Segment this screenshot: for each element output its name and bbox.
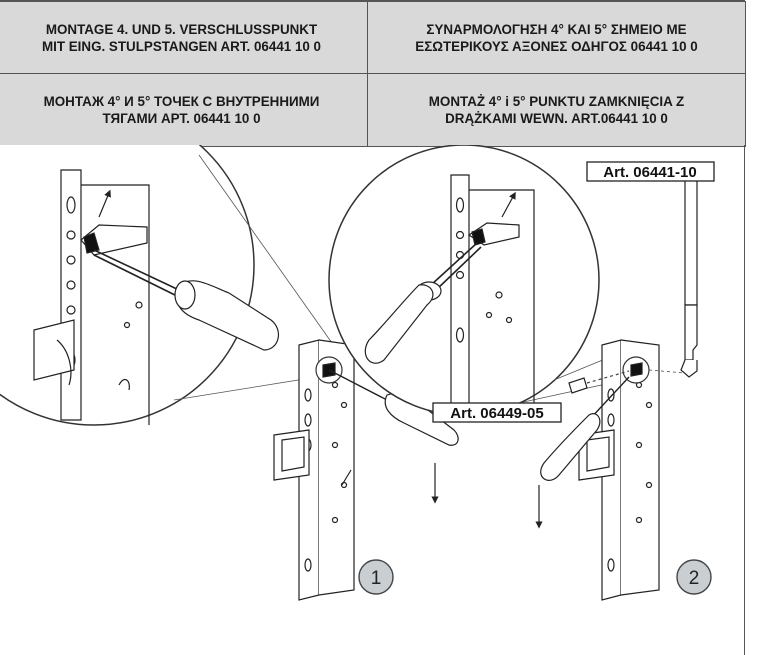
assembly-illustration: Art. 06441-10 Art. 06449-05 1 2 bbox=[0, 104, 715, 601]
label-art-rod: Art. 06441-10 bbox=[603, 164, 696, 181]
step-1-badge: 1 bbox=[358, 559, 394, 595]
header-text-ru: МОНТАЖ 4° И 5° ТОЧЕК С ВНУТРЕННИМИ ТЯГАМ… bbox=[43, 94, 320, 126]
illustration-panel: Art. 06441-10 Art. 06449-05 1 2 bbox=[0, 104, 745, 655]
header-table: MONTAGE 4. UND 5. VERSCHLUSSPUNKT MIT EI… bbox=[0, 0, 746, 147]
header-cell-el: ΣΥΝΑΡΜΟΛΟΓΗΣΗ 4° ΚΑΙ 5° ΣΗΜΕΙΟ ΜΕ ΕΣΩΤΕΡ… bbox=[367, 1, 746, 74]
header-cell-de: MONTAGE 4. UND 5. VERSCHLUSSPUNKT MIT EI… bbox=[0, 1, 368, 74]
label-art-screw-box: Art. 06449-05 bbox=[432, 402, 562, 423]
header-text-el: ΣΥΝΑΡΜΟΛΟΓΗΣΗ 4° ΚΑΙ 5° ΣΗΜΕΙΟ ΜΕ ΕΣΩΤΕΡ… bbox=[415, 21, 698, 54]
header-text-de: MONTAGE 4. UND 5. VERSCHLUSSPUNKT MIT EI… bbox=[41, 21, 322, 54]
label-art-screw: Art. 06449-05 bbox=[450, 405, 543, 422]
header-cell-ru: МОНТАЖ 4° И 5° ТОЧЕК С ВНУТРЕННИМИ ТЯГАМ… bbox=[0, 73, 368, 147]
step-2-badge: 2 bbox=[676, 559, 712, 595]
step-2-number: 2 bbox=[689, 568, 700, 589]
header-cell-pl: MONTAŻ 4° i 5° PUNKTU ZAMKNIĘCIA Z DRĄŻK… bbox=[367, 73, 746, 147]
step-2-illustration bbox=[328, 144, 698, 601]
label-art-rod-box: Art. 06441-10 bbox=[586, 161, 715, 182]
step-1-number: 1 bbox=[371, 568, 382, 589]
step-1-illustration bbox=[0, 104, 459, 601]
header-text-pl: MONTAŻ 4° i 5° PUNKTU ZAMKNIĘCIA Z DRĄŻK… bbox=[428, 94, 685, 126]
detail-magnifier-1 bbox=[0, 104, 255, 426]
